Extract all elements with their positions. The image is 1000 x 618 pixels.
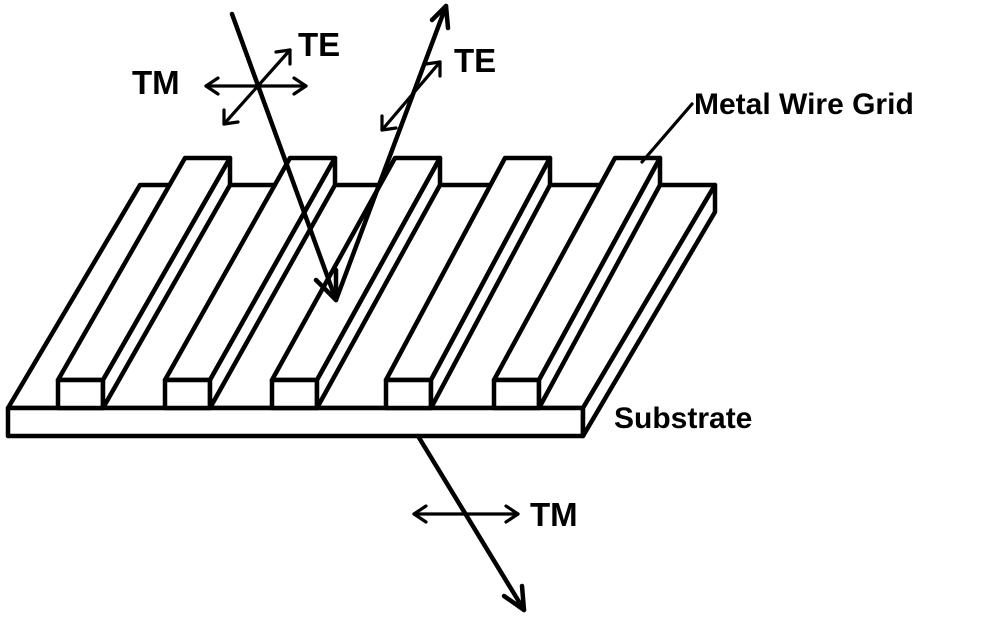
transmitted-tm-label: TM <box>530 496 578 533</box>
arrowhead-lower <box>380 114 398 132</box>
metal-wire-grid-label: Metal Wire Grid <box>694 88 914 121</box>
incident-ray <box>229 11 339 303</box>
reflected-te-arrow <box>380 60 442 132</box>
reflected-te-label: TE <box>454 42 496 79</box>
incident-tm-label: TM <box>132 64 180 101</box>
substrate-label: Substrate <box>614 402 752 435</box>
metal-wire <box>269 155 443 411</box>
substrate-side-face <box>580 182 718 439</box>
substrate-front-face <box>5 405 586 439</box>
metal-wire <box>383 155 553 411</box>
transmitted-ray <box>415 433 527 613</box>
transmitted-arrowhead <box>501 583 527 613</box>
metal-wire-grid-leader <box>640 102 694 164</box>
arrowhead-upper <box>274 48 292 66</box>
metal-wire-grid <box>55 155 663 411</box>
arrowhead-right <box>292 76 308 96</box>
reflected-beam <box>333 3 451 303</box>
metal-wire <box>55 155 233 411</box>
arrowhead-left <box>204 76 220 96</box>
incident-te-arrow <box>222 48 292 126</box>
metal-wire <box>162 155 338 411</box>
incident-te-label: TE <box>298 26 340 63</box>
transmitted-beam <box>412 433 527 613</box>
arrowhead-lower <box>222 108 240 126</box>
metal-wire <box>491 155 663 411</box>
arrowhead-upper <box>424 60 442 78</box>
arrowhead-right <box>504 504 520 524</box>
arrowhead-left <box>412 504 428 524</box>
reflected-ray <box>333 3 449 303</box>
reflected-arrowhead <box>429 3 451 31</box>
